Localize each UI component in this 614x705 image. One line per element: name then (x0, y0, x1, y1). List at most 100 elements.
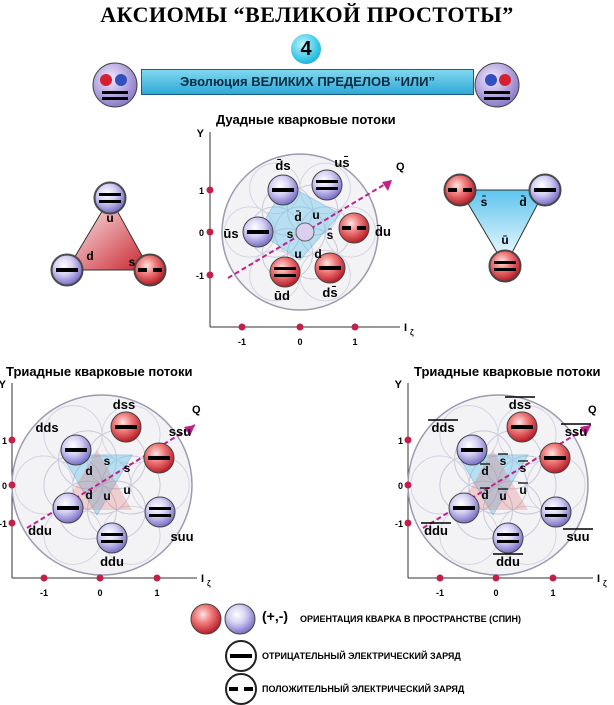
y-tick-dot (404, 519, 412, 527)
x-tick-dot (40, 574, 48, 582)
tri-left-d-quark-neg-charge (56, 268, 78, 272)
x-tick-label: -1 (436, 588, 444, 598)
label-dss: dss (113, 397, 135, 412)
quark-suu-charge (149, 514, 171, 517)
x-tick-label: -1 (238, 337, 246, 347)
legend-negative: ОТРИЦАТЕЛЬНЫЙ ЭЛЕКТРИЧЕСКИЙ ЗАРЯД (262, 651, 461, 661)
x-tick-label: 0 (493, 588, 498, 598)
y-axis-label: Y (197, 128, 205, 140)
x-tick-dot (96, 574, 104, 582)
quark-ddu-bottom-charge (101, 533, 123, 536)
label-dds: dds (431, 420, 454, 435)
x-axis-label: I (404, 322, 407, 334)
x-axis-sub-label: ζ (603, 579, 607, 588)
y-tick-dot (8, 436, 16, 444)
face-icon-left (92, 62, 138, 108)
quark-suu (144, 496, 176, 528)
inner-d: d (85, 488, 92, 502)
quark-ddu-bottom (492, 522, 524, 554)
quark-suu (540, 496, 572, 528)
q-arrowhead (382, 180, 392, 191)
tri-left-u-quark (94, 182, 126, 214)
quark-us-bar (311, 169, 343, 201)
x-tick-dot (296, 323, 304, 331)
quark-ssu-neg-charge (148, 456, 170, 460)
tri-right-s-quark-pos-charge (448, 188, 457, 192)
quark-ddu-bottom-charge (497, 540, 519, 543)
y-tick-label: -1 (395, 519, 403, 529)
legend-spin-sign: (+,-) (262, 608, 289, 624)
tri-right-d-quark-neg-charge (534, 188, 556, 192)
y-tick-label: 0 (398, 481, 403, 491)
face-icon-right (474, 62, 520, 108)
quark-du-bar-pos-charge (357, 226, 366, 230)
y-tick-label: -1 (0, 519, 7, 529)
quark-dds-neg-charge (65, 448, 87, 452)
inner-s: s (520, 461, 527, 475)
x-axis-sub-label: ζ (207, 579, 211, 588)
q-label: Q (192, 404, 201, 416)
tri-right-u-quark (489, 250, 521, 282)
q-label: Q (588, 404, 597, 416)
y-tick-dot (404, 436, 412, 444)
tri-left-d: d (86, 249, 93, 263)
x-tick-dot (238, 323, 246, 331)
x-tick-dot (549, 574, 557, 582)
tri-left-u: u (106, 211, 113, 225)
x-tick-label: 0 (97, 588, 102, 598)
label-dss: dss (509, 397, 531, 412)
quark-ud-charge (274, 267, 296, 270)
x-tick-dot (492, 574, 500, 582)
quark-dss-neg-charge (511, 425, 533, 429)
y-tick-label: 1 (398, 436, 403, 446)
label-ssu: ssu (565, 424, 587, 439)
q-arrowhead (184, 425, 195, 436)
x-tick-label: 1 (550, 588, 555, 598)
x-tick-dot (351, 323, 359, 331)
x-tick-label: 1 (352, 337, 357, 347)
quark-suu-charge (545, 514, 567, 517)
quark-ud (269, 256, 301, 288)
tri-left-u-quark-charge (99, 193, 121, 196)
x-axis-label: I (597, 573, 600, 585)
label-ud: ūd (274, 288, 290, 303)
center-triangle-red (458, 450, 528, 510)
x-axis-sub-label: ζ (410, 328, 414, 337)
center-quark (295, 222, 315, 242)
quark-dds-neg-charge (461, 448, 483, 452)
quark-ddu-bottom (96, 522, 128, 554)
label-dds: dds (35, 420, 58, 435)
legend (190, 603, 257, 705)
inner-s: s (124, 461, 131, 475)
tri-left-s: s (129, 255, 136, 269)
y-tick-dot (206, 228, 214, 236)
y-tick-dot (404, 481, 412, 489)
inner-s: s (287, 227, 294, 241)
label-us-bar: us̄ (334, 155, 349, 170)
inner-u: u (294, 247, 301, 261)
inner-s: s (104, 454, 111, 468)
legend-positive-icon (225, 673, 257, 705)
label-ddu: ddu (28, 523, 52, 538)
inner-d: d (314, 247, 321, 261)
quark-ddu-bottom-charge (497, 533, 519, 536)
label-ds: ds̄ (322, 285, 337, 300)
x-tick-label: -1 (40, 588, 48, 598)
inner-d: d (481, 464, 488, 478)
inner-d-bar: d̄ (294, 210, 301, 224)
dual-title: Дуадные кварковые потоки (216, 112, 396, 127)
label-suu: suu (170, 529, 193, 544)
y-tick-dot (206, 271, 214, 279)
tri-right-s-quark-pos-charge (463, 188, 472, 192)
legend-red-quark (190, 603, 222, 635)
x-tick-dot (436, 574, 444, 582)
x-axis-label: I (201, 573, 204, 585)
y-tick-label: 0 (2, 481, 7, 491)
label-ddu: ddu (100, 554, 124, 569)
legend-spin: ОРИЕНТАЦИЯ КВАРКА В ПРОСТРАНСТВЕ (СПИН) (300, 614, 522, 624)
triad-right-title: Триадные кварковые потоки (414, 364, 601, 379)
x-tick-label: 0 (297, 337, 302, 347)
